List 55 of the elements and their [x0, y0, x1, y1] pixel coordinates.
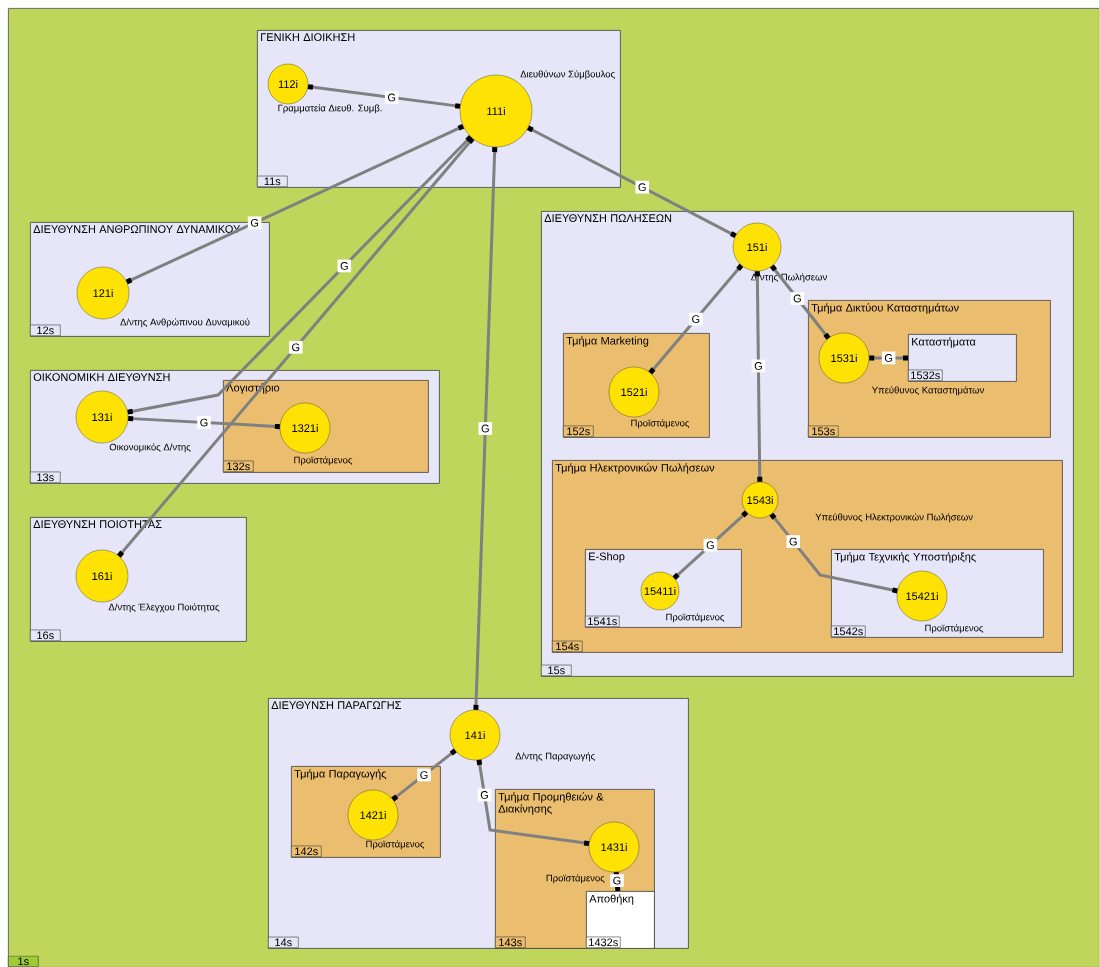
circle-caption: Δ/ντης Ανθρώπινου Δυναμικού	[120, 318, 250, 328]
circle-caption: Προϊστάμενος	[294, 456, 353, 466]
code-tag: 152s	[563, 425, 594, 437]
circle-caption: Γραμματεία Διευθ. Συμβ.	[278, 104, 382, 114]
box-heading: ΔΙΕΥΘΥΝΣΗ ΑΝΘΡΩΠΙΝΟΥ ΔΥΝΑΜΙΚΟΥ	[33, 225, 241, 233]
box-heading: ΓΕΝΙΚΗ ΔΙΟΙΚΗΣΗ	[261, 33, 355, 41]
code-tag: 143s	[495, 936, 526, 948]
code-tag: 1542s	[831, 625, 866, 637]
circle-caption: Διευθύνων Σύμβουλος	[520, 70, 615, 80]
connector	[754, 271, 763, 482]
code-tag: 1432s	[586, 936, 621, 948]
code-tag: 16s	[30, 629, 61, 641]
code-tag: 1532s	[908, 369, 943, 381]
edge-label: G	[197, 416, 211, 429]
circle-caption: Οικονομικός Δ/ντης	[109, 443, 191, 453]
circle-caption: Προϊστάμενος	[631, 419, 690, 429]
edge-label: G	[786, 535, 801, 548]
circle-caption: Δ/ντης Έλεγχου Ποιότητας	[108, 603, 220, 613]
code-tag: 154s	[552, 640, 583, 652]
circle-caption: Προϊστάμενος	[925, 624, 984, 634]
code-tag: 11s	[257, 175, 288, 187]
box-heading: Τμήμα Προμηθειών & Διακίνησης	[498, 792, 604, 815]
box-heading: Τμήμα Ηλεκτρονικών Πωλήσεων	[555, 463, 715, 474]
code-tag: 153s	[808, 425, 839, 437]
code-tag: 14s	[268, 936, 299, 948]
box-heading: Τμήμα Marketing	[566, 336, 649, 347]
code-tag: 12s	[30, 324, 61, 336]
circle-caption: Προϊστάμενος	[366, 840, 425, 850]
circle-caption: Προϊστάμενος	[546, 874, 605, 884]
box-heading: Καταστήματα	[912, 337, 976, 348]
code-tag: 1541s	[585, 615, 620, 627]
box-heading: ΟΙΚΟΝΟΜΙΚΗ ΔΙΕΥΘΥΝΣΗ	[33, 373, 170, 381]
code-tag: 1s	[8, 955, 39, 967]
circle-caption: Υπεύθυνος Ηλεκτρονικών Πωλήσεων	[815, 513, 973, 523]
connector	[869, 355, 908, 361]
box-heading: Αποθήκη	[589, 894, 634, 905]
code-tag: 15s	[541, 664, 572, 676]
code-tag: 142s	[291, 845, 322, 857]
box-heading: ΔΙΕΥΘΥΝΣΗ ΠΩΛΗΣΕΩΝ	[544, 214, 672, 222]
box-heading: Τμήμα Τεχνικής Υποστήριξης	[834, 552, 976, 563]
circle-caption: Υπεύθυνος Καταστημάτων	[871, 386, 984, 396]
code-tag: 13s	[30, 471, 61, 483]
box-heading: Τμήμα Παραγωγής	[294, 769, 387, 780]
circle-caption: Δ/ντης Πωλήσεων	[751, 273, 827, 283]
box-heading: Τμήμα Δικτύου Καταστημάτων	[811, 303, 959, 314]
circle-caption: Προϊστάμενος	[666, 613, 725, 623]
box-heading: ΔΙΕΥΘΥΝΣΗ ΠΑΡΑΓΩΓΗΣ	[271, 701, 402, 709]
edge-label: G	[610, 874, 624, 887]
box-heading: E-Shop	[589, 552, 625, 563]
code-tag: 132s	[223, 460, 254, 472]
box-heading: ΔΙΕΥΘΥΝΣΗ ΠΟΙΟΤΗΤΑΣ	[33, 520, 162, 528]
connector	[307, 84, 461, 109]
box-heading: Λογιστήριο	[226, 383, 280, 394]
connector	[473, 147, 498, 710]
circle-caption: Δ/ντης Παραγωγής	[515, 752, 595, 762]
